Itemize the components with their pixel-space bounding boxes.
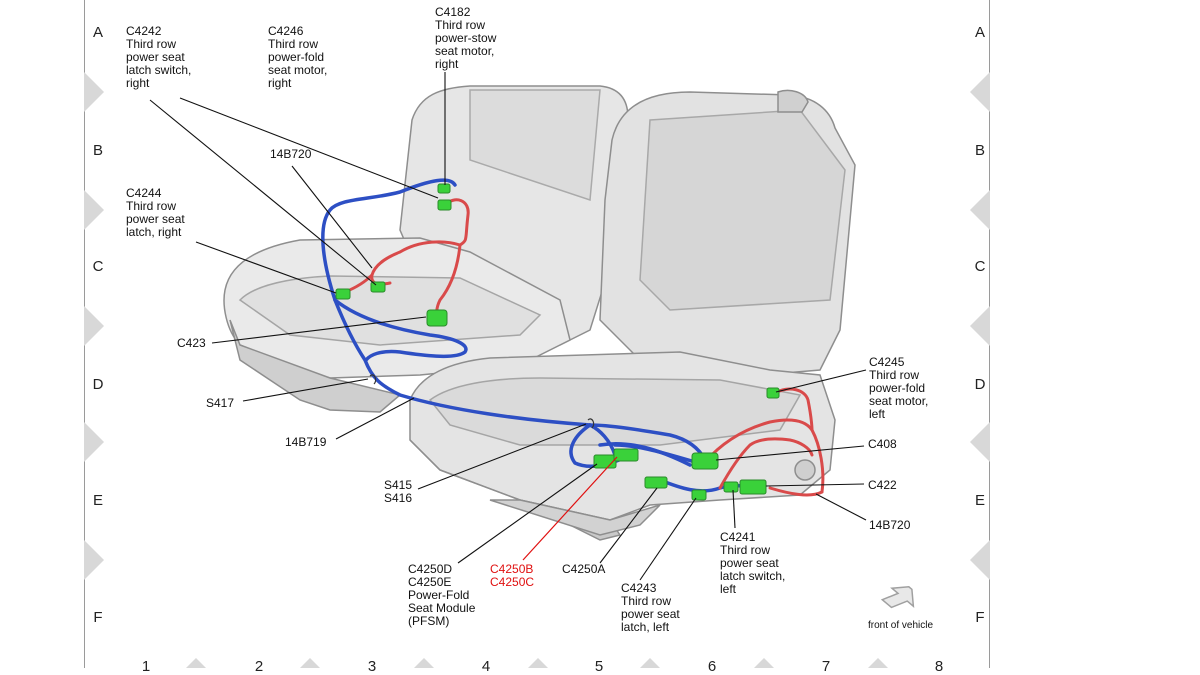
splice-s417 (369, 374, 377, 385)
front-of-vehicle-label: front of vehicle (868, 620, 934, 631)
splices (369, 374, 595, 429)
row-label-c-right: C (974, 258, 986, 275)
callout-c4246: C4246 Third row power-fold seat motor, r… (268, 24, 328, 90)
splice-s415 (587, 418, 595, 429)
row-label-e-right: E (974, 492, 985, 509)
connector-c423 (426, 309, 448, 327)
col-label-1: 1 (141, 658, 151, 675)
connectors (335, 183, 780, 501)
connector-c408 (691, 452, 719, 470)
row-label-a-left: A (92, 24, 103, 41)
callout-c408: C408 (868, 437, 897, 451)
leader-c4250b (522, 456, 618, 561)
border-tabs (84, 72, 990, 668)
row-label-a-right: A (974, 24, 985, 41)
callout-c4182: C4182 Third row power-stow seat motor, r… (435, 5, 497, 71)
callout-14b720-top: 14B720 (270, 147, 312, 161)
callout-s415-s416: S415 S416 (384, 478, 413, 505)
callout-c422: C422 (868, 478, 897, 492)
callout-c4244: C4244 Third row power seat latch, right (126, 186, 185, 239)
callout-c4250d-pfsm: C4250D C4250E Power-Fold Seat Module (PF… (408, 562, 476, 628)
callout-c4250b-c4250c: C4250B C4250C (490, 562, 535, 589)
row-label-b-left: B (92, 142, 103, 159)
connector-c4250a (644, 476, 668, 489)
callout-s417: S417 (206, 396, 235, 410)
callout-c4242: C4242 Third row power seat latch switch,… (126, 24, 192, 90)
col-label-7: 7 (821, 658, 831, 675)
row-label-c-left: C (92, 258, 104, 275)
connector-c4245 (766, 387, 780, 399)
row-label-f-left: F (93, 609, 103, 626)
callout-14b720-right: 14B720 (869, 518, 911, 532)
callout-c4243: C4243 Third row power seat latch, left (621, 581, 680, 634)
col-label-6: 6 (707, 658, 717, 675)
leader-lines (149, 72, 867, 581)
seat-illustration (223, 85, 856, 541)
col-label-4: 4 (481, 658, 491, 675)
callout-14b719: 14B719 (285, 435, 327, 449)
row-label-d-right: D (974, 376, 986, 393)
callout-c4241: C4241 Third row power seat latch switch,… (720, 530, 786, 596)
front-arrow-icon (880, 585, 915, 609)
connector-c422 (739, 479, 767, 495)
connector-c4243 (691, 489, 707, 501)
connector-c4241 (723, 481, 739, 493)
col-label-3: 3 (367, 658, 377, 675)
connector-c4242 (335, 288, 351, 300)
callout-c423: C423 (177, 336, 206, 350)
col-label-8: 8 (934, 658, 944, 675)
row-label-b-right: B (974, 142, 985, 159)
row-label-d-left: D (92, 376, 104, 393)
connector-c4246 (437, 199, 452, 211)
connector-c4244-mid (370, 281, 386, 293)
connector-c4250b (613, 448, 639, 462)
harness-14b719 (321, 178, 752, 493)
row-label-f-right: F (975, 609, 985, 626)
connector-c4182 (437, 183, 451, 194)
col-label-5: 5 (594, 658, 604, 675)
row-label-e-left: E (92, 492, 103, 509)
col-label-2: 2 (254, 658, 264, 675)
callout-c4250a: C4250A (562, 562, 606, 576)
callout-c4245: C4245 Third row power-fold seat motor, l… (869, 355, 929, 421)
